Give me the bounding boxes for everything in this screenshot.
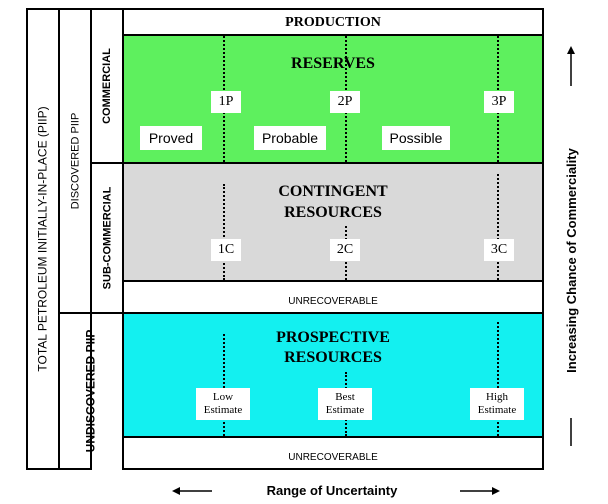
right-axis-tail-icon <box>570 418 572 446</box>
prospective-title-line1: PROSPECTIVE <box>276 329 390 346</box>
commercial-label: COMMERCIAL <box>101 48 113 124</box>
unrecoverable-label-2: UNRECOVERABLE <box>288 452 378 463</box>
contingent-title-line2: RESOURCES <box>284 204 382 221</box>
estimate-low: Low Estimate <box>196 388 250 420</box>
sub-commercial-label: SUB-COMMERCIAL <box>101 186 114 290</box>
reserves-title: RESERVES <box>291 55 375 72</box>
right-axis-label-wrap: Increasing Chance of Commerciality <box>556 110 586 410</box>
estimate-best-line2: Estimate <box>325 404 365 416</box>
discovered-piip-label: DISCOVERED PIIP <box>69 112 82 210</box>
up-arrow-icon <box>567 46 575 86</box>
production-band: PRODUCTION <box>122 8 544 36</box>
estimate-high: High Estimate <box>470 388 524 420</box>
category-probable: Probable <box>254 126 326 150</box>
unrecoverable-band-2: UNRECOVERABLE <box>122 436 544 470</box>
estimate-high-line1: High <box>486 391 508 403</box>
category-proved: Proved <box>140 126 202 150</box>
contingent-title-line1: CONTINGENT <box>278 183 388 200</box>
commercial-label-wrap: COMMERCIAL <box>90 8 124 164</box>
marker-2c: 2C <box>330 239 360 261</box>
contingent-divider-1 <box>223 184 225 280</box>
undiscovered-piip-label-wrap: UNDISCOVERED PIIP <box>58 312 122 470</box>
total-piip-label: TOTAL PETROLEUM INITIALLY-IN-PLACE (PIIP… <box>36 106 51 372</box>
marker-1c: 1C <box>211 239 241 261</box>
unrecoverable-label-1: UNRECOVERABLE <box>288 296 378 307</box>
marker-3c: 3C <box>484 239 514 261</box>
estimate-best: Best Estimate <box>318 388 372 420</box>
marker-2p: 2P <box>330 91 360 113</box>
discovered-piip-label-wrap: DISCOVERED PIIP <box>58 8 92 314</box>
right-arrow-icon <box>460 487 500 495</box>
left-arrow-icon <box>172 487 212 495</box>
sub-commercial-label-wrap: SUB-COMMERCIAL <box>90 162 124 314</box>
undiscovered-piip-label: UNDISCOVERED PIIP <box>83 329 98 453</box>
marker-1p: 1P <box>211 91 241 113</box>
right-axis-label: Increasing Chance of Commerciality <box>563 147 579 373</box>
undiscovered-piip-column <box>58 312 92 470</box>
contingent-band: CONTINGENT RESOURCES 1C 2C 3C <box>122 162 544 282</box>
bottom-axis-label: Range of Uncertainty <box>266 483 398 498</box>
estimate-high-line2: Estimate <box>477 404 517 416</box>
prospective-title-line2: RESOURCES <box>284 349 382 366</box>
estimate-low-line2: Estimate <box>203 404 243 416</box>
reserves-band: RESERVES 1P 2P 3P Proved Probable Possib… <box>122 34 544 164</box>
production-label: PRODUCTION <box>285 15 381 30</box>
estimate-low-line1: Low <box>212 391 234 403</box>
total-piip-label-wrap: TOTAL PETROLEUM INITIALLY-IN-PLACE (PIIP… <box>26 8 60 470</box>
prospective-divider-1 <box>223 334 225 436</box>
prospective-band: PROSPECTIVE RESOURCES Low Estimate Best … <box>122 312 544 438</box>
unrecoverable-band-1: UNRECOVERABLE <box>122 280 544 314</box>
marker-3p: 3P <box>484 91 514 113</box>
estimate-best-line1: Best <box>335 391 355 403</box>
category-possible: Possible <box>382 126 450 150</box>
contingent-divider-3 <box>497 174 499 280</box>
prospective-divider-3 <box>497 322 499 436</box>
